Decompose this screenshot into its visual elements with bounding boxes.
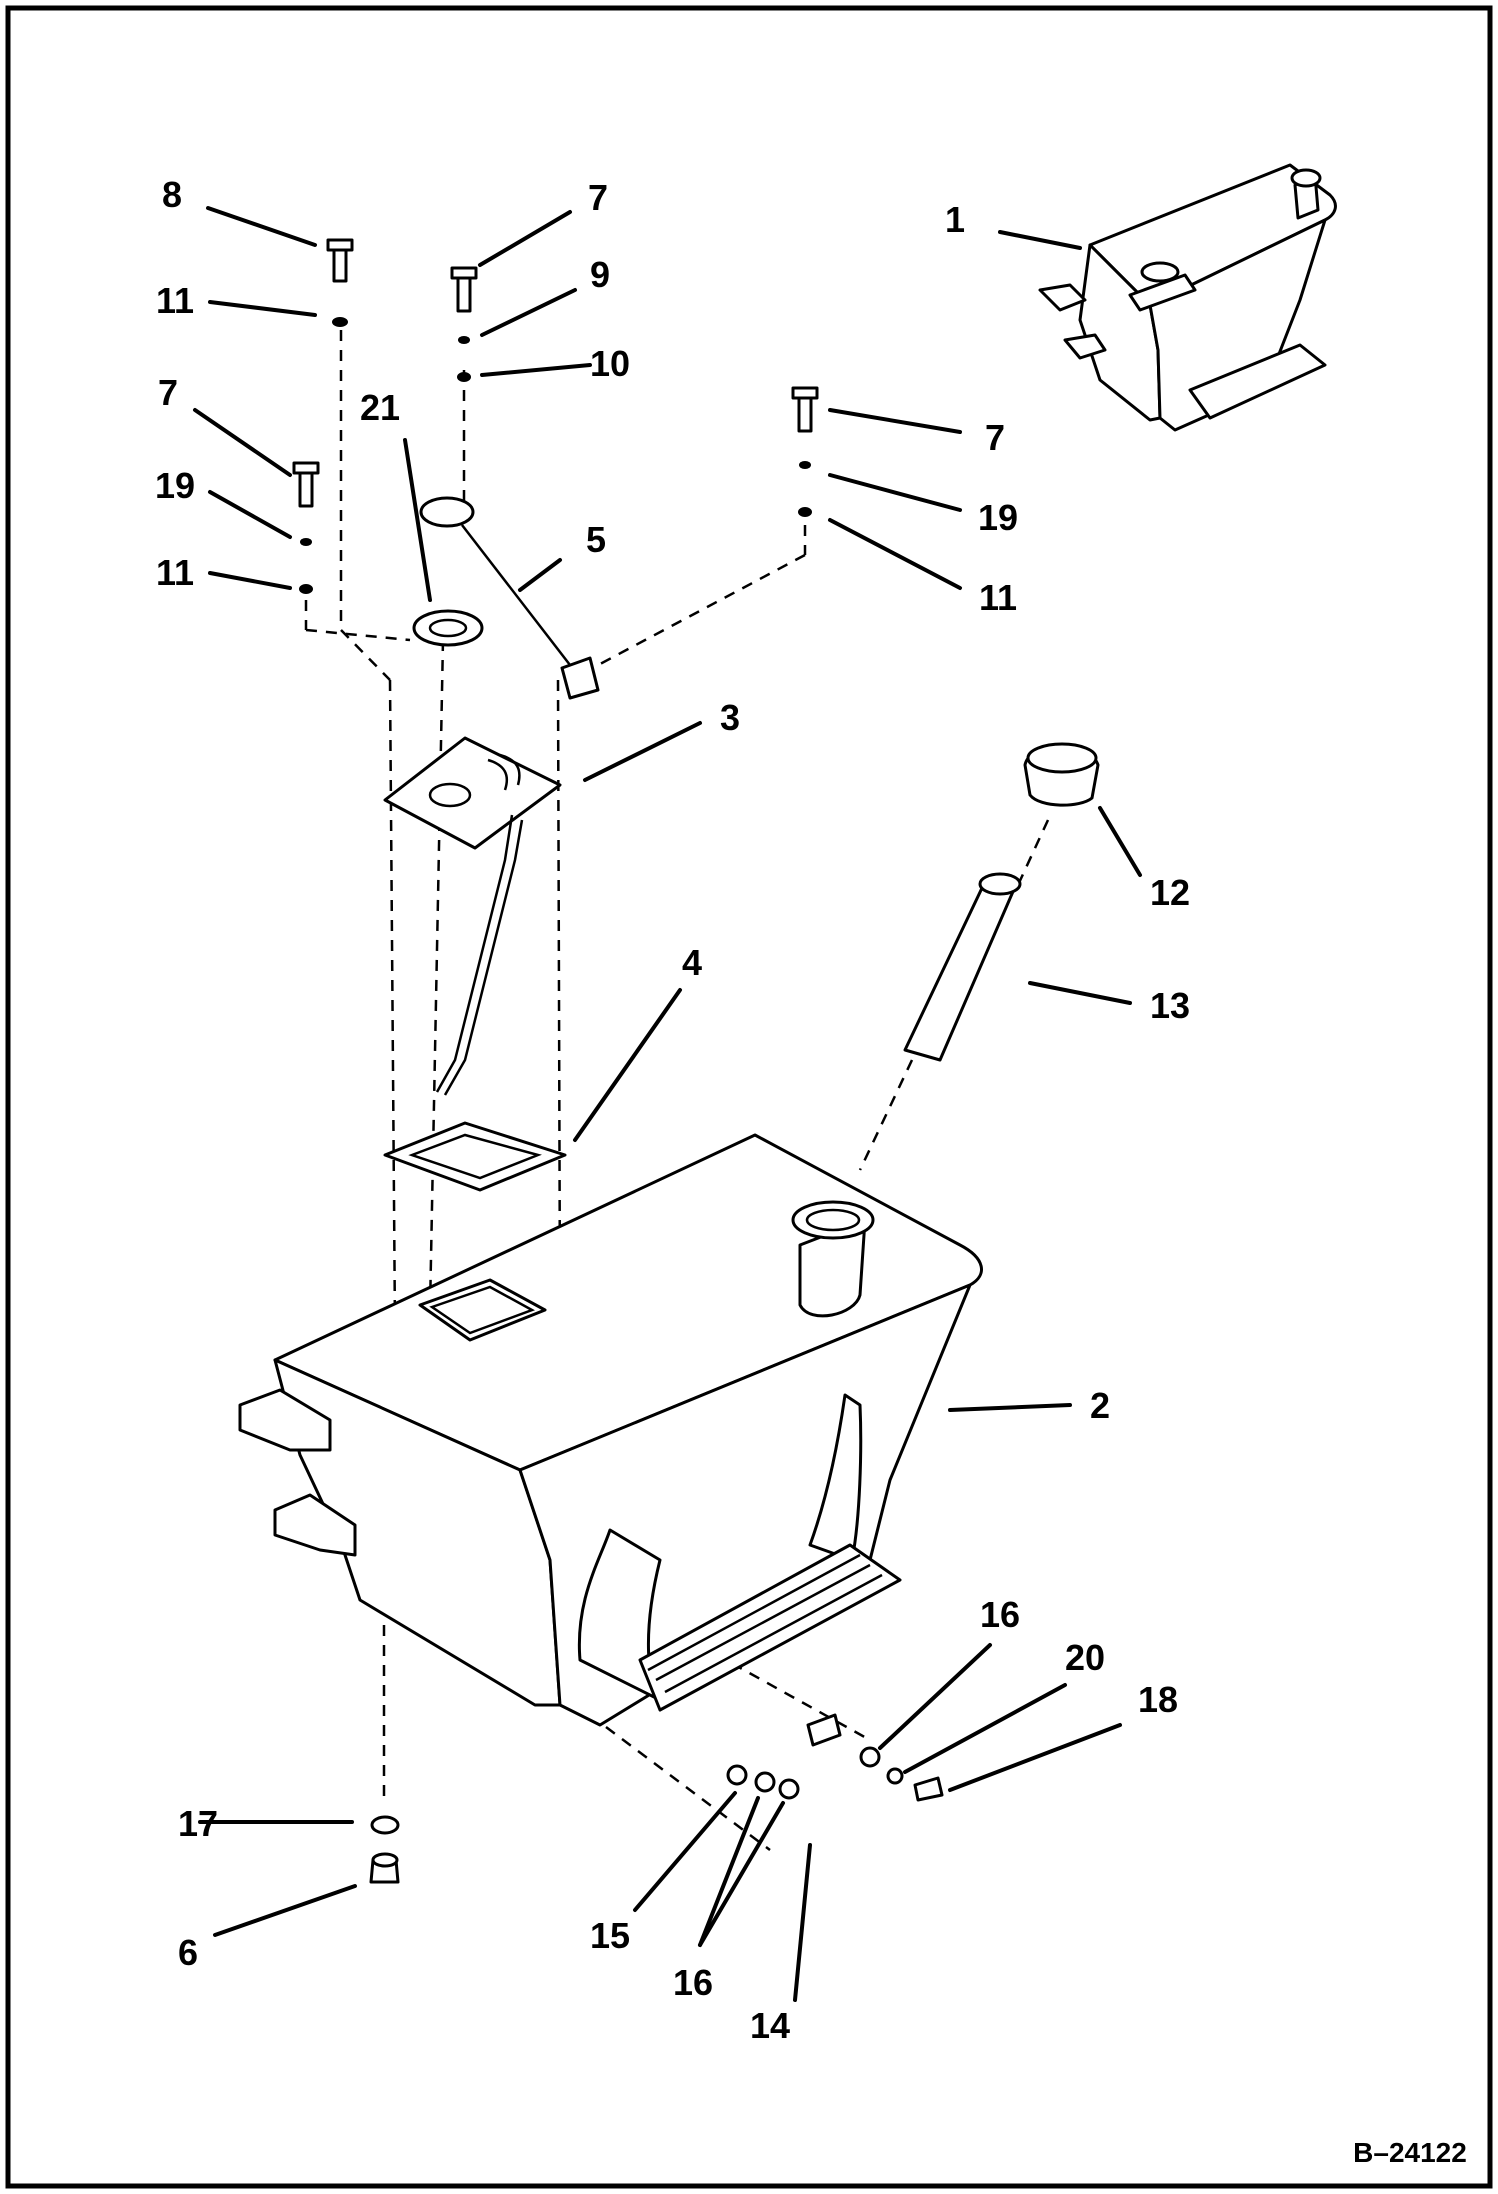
sender-assembly (419, 496, 600, 700)
callout-11-upper-left: 11 (156, 280, 194, 321)
fastener-bolts (292, 238, 944, 1802)
filler-tube (903, 872, 1022, 1062)
callout-12: 12 (1150, 872, 1190, 913)
sender-ring (412, 609, 484, 647)
callout-14: 14 (750, 2005, 790, 2046)
callout-15: 15 (590, 1915, 630, 1956)
filler-cap (1023, 742, 1100, 807)
callout-1: 1 (945, 199, 965, 240)
callout-8: 8 (162, 174, 182, 215)
callout-2: 2 (1090, 1385, 1110, 1426)
callout-6: 6 (178, 1932, 198, 1973)
callout-9: 9 (590, 254, 610, 295)
callout-17: 17 (178, 1803, 218, 1844)
callout-3: 3 (720, 697, 740, 738)
callout-7-right: 7 (985, 417, 1005, 458)
callout-5: 5 (586, 519, 606, 560)
callout-7-middle: 7 (588, 177, 608, 218)
callout-13: 13 (1150, 985, 1190, 1026)
callout-16-right: 16 (980, 1594, 1020, 1635)
callout-19-right: 19 (978, 497, 1018, 538)
callout-20: 20 (1065, 1637, 1105, 1678)
callout-10: 10 (590, 343, 630, 384)
callout-11-right: 11 (979, 577, 1017, 618)
callout-4: 4 (682, 942, 702, 983)
figure-id: B–24122 (1353, 2137, 1467, 2168)
callout-7-left: 7 (158, 372, 178, 413)
callout-16-bottom: 16 (673, 1962, 713, 2003)
page-border (5, 5, 1493, 2189)
gasket (383, 1121, 567, 1192)
callout-19-left: 19 (155, 465, 195, 506)
callout-11-lower-left: 11 (156, 552, 194, 593)
callout-21: 21 (360, 387, 400, 428)
fastener-washers (299, 317, 904, 1884)
callout-18: 18 (1138, 1679, 1178, 1720)
fuel-tank-assembled-view (1038, 163, 1337, 432)
fuel-tank-main (238, 1133, 983, 1727)
callout-labels: 1 2 3 4 5 6 7 7 7 8 9 10 11 11 11 12 13 … (155, 174, 1190, 2046)
sender-plate (383, 736, 562, 1096)
leader-lines (193, 206, 1142, 2002)
